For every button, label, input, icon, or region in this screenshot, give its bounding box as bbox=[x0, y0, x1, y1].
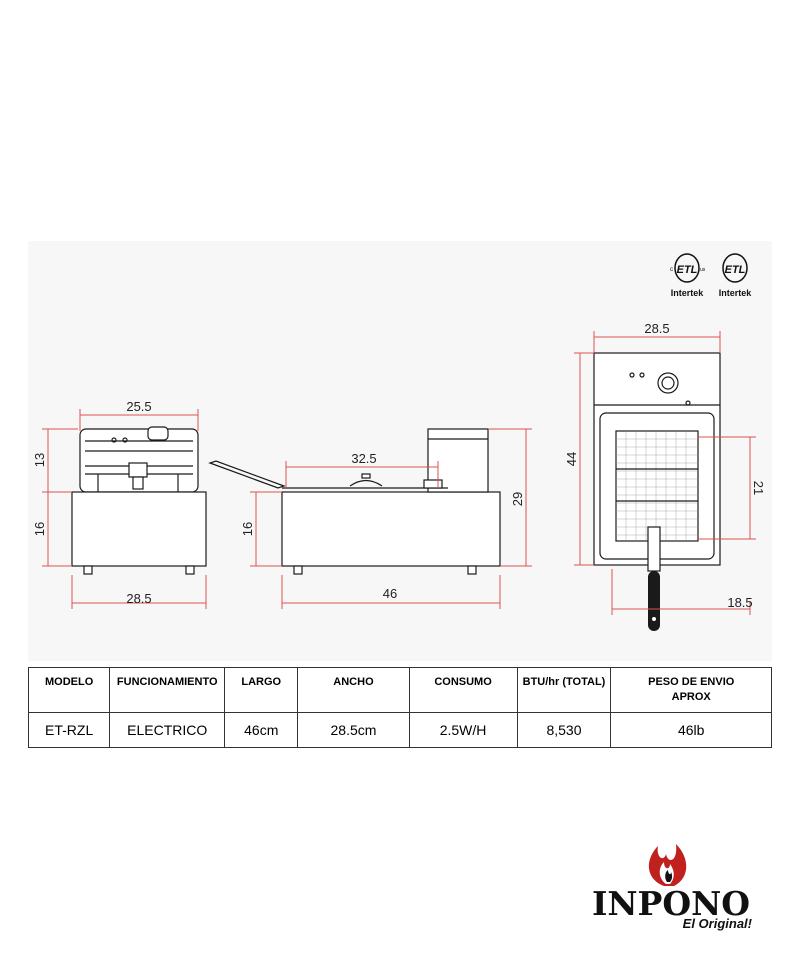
side-height-right-label: 29 bbox=[510, 492, 525, 506]
front-view bbox=[71, 426, 207, 575]
intertek-label: Intertek bbox=[670, 288, 704, 298]
front-view-dimensions bbox=[42, 409, 207, 609]
brand-tagline: El Original! bbox=[682, 916, 752, 931]
table-row: ET-RZL ELECTRICO 46cm 28.5cm 2.5W/H 8,53… bbox=[27, 712, 772, 748]
top-view-dimensions bbox=[574, 331, 756, 615]
cell-funcionamiento: ELECTRICO bbox=[109, 712, 226, 748]
side-basket-length-label: 32.5 bbox=[351, 451, 376, 466]
side-height-left-label: 16 bbox=[240, 522, 255, 536]
cell-largo: 46cm bbox=[224, 712, 299, 748]
cell-consumo: 2.5W/H bbox=[408, 712, 518, 748]
fryer-technical-drawing: 25.5 28.5 13 16 32.5 46 16 29 bbox=[32, 321, 766, 631]
spec-table-header-row: MODELO FUNCIONAMIENTO LARGO ANCHO CONSUM… bbox=[27, 667, 772, 713]
cell-modelo: ET-RZL bbox=[27, 712, 111, 748]
header-modelo: MODELO bbox=[27, 667, 111, 713]
header-ancho: ANCHO bbox=[297, 667, 410, 713]
cell-peso: 46lb bbox=[610, 712, 772, 748]
brand-name: INPONO bbox=[591, 884, 751, 923]
side-length-label: 46 bbox=[383, 586, 397, 601]
cell-ancho: 28.5cm bbox=[297, 712, 410, 748]
top-basket-label: 21 bbox=[751, 481, 766, 495]
top-handle-label: 18.5 bbox=[727, 595, 752, 610]
cell-btu: 8,530 bbox=[516, 712, 612, 748]
inpono-logo: INPONO El Original! bbox=[586, 838, 756, 931]
flame-icon bbox=[648, 844, 687, 886]
header-largo: LARGO bbox=[224, 667, 299, 713]
svg-text:ETL: ETL bbox=[725, 264, 746, 276]
side-view bbox=[208, 428, 501, 575]
front-width-top-label: 25.5 bbox=[126, 399, 151, 414]
etl-c-us-certification-icon: ETL c us Intertek bbox=[666, 251, 708, 298]
intertek-label: Intertek bbox=[718, 288, 752, 298]
c-mark: c bbox=[670, 267, 673, 273]
technical-drawing-panel: 25.5 28.5 13 16 32.5 46 16 29 bbox=[28, 241, 772, 661]
spec-table: MODELO FUNCIONAMIENTO LARGO ANCHO CONSUM… bbox=[27, 667, 772, 748]
top-view bbox=[593, 352, 721, 631]
top-depth-label: 44 bbox=[564, 452, 579, 466]
basket-mesh bbox=[616, 431, 698, 541]
header-peso: PESO DE ENVIO APROX bbox=[610, 667, 772, 713]
front-height-lower-label: 16 bbox=[32, 522, 47, 536]
top-width-label: 28.5 bbox=[644, 321, 669, 336]
header-consumo: CONSUMO bbox=[408, 667, 518, 713]
front-height-upper-label: 13 bbox=[32, 453, 47, 467]
side-view-dimensions bbox=[250, 428, 532, 609]
front-width-bottom-label: 28.5 bbox=[126, 591, 151, 606]
us-mark: us bbox=[700, 267, 706, 273]
header-funcionamiento: FUNCIONAMIENTO bbox=[109, 667, 226, 713]
header-btu: BTU/hr (TOTAL) bbox=[516, 667, 612, 713]
etl-certification-icon: ETL Intertek bbox=[714, 251, 756, 298]
svg-text:ETL: ETL bbox=[677, 264, 698, 276]
